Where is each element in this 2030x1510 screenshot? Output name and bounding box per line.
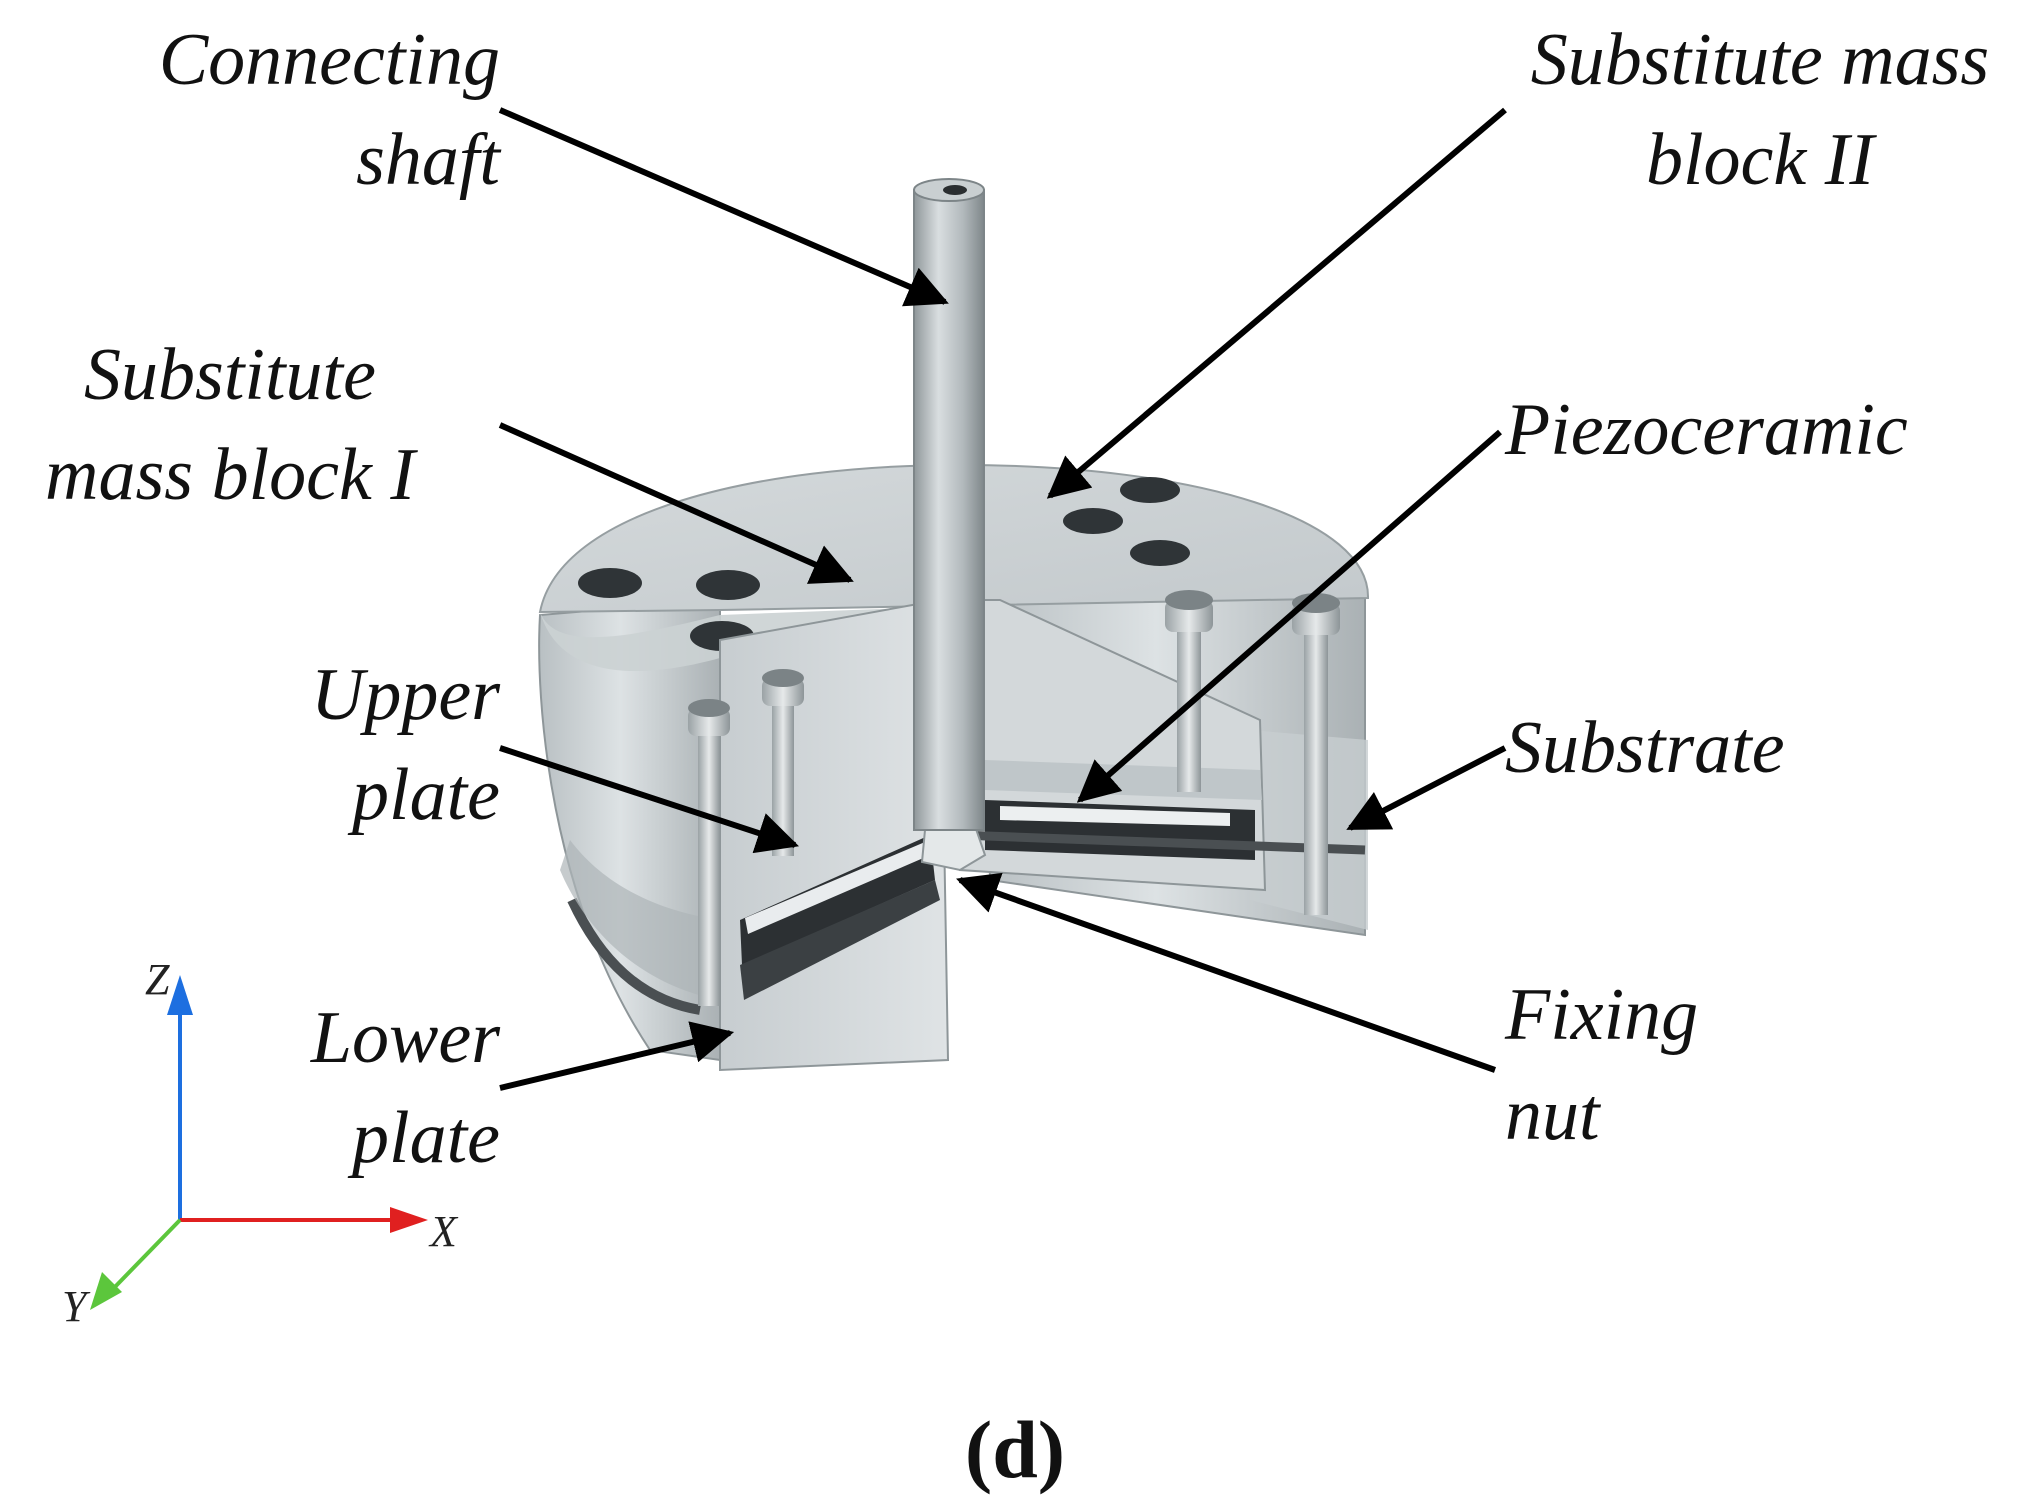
arrow-connecting-shaft: [498, 107, 949, 307]
y-axis-arrowhead: [90, 1272, 122, 1310]
label-upper-plate: Upper plate: [200, 645, 500, 845]
leader-arrows: [498, 107, 1507, 1091]
label-substrate: Substrate: [1505, 698, 1925, 798]
device-body: [538, 178, 1370, 1072]
label-fixing-nut-line2: nut: [1505, 1074, 1600, 1156]
axis-label-x: X: [430, 1207, 457, 1256]
label-upper-plate-line2: plate: [352, 754, 500, 836]
bolt: [1292, 593, 1340, 915]
label-connecting-shaft: Connecting shaft: [60, 10, 500, 210]
label-piezoceramic-line1: Piezoceramic: [1505, 389, 1908, 471]
label-substitute-mass-block-2: Substitute mass block II: [1500, 10, 2020, 210]
y-axis: [108, 1218, 182, 1294]
label-connecting-shaft-line1: Connecting: [158, 19, 500, 101]
arrow-upper-plate: [499, 745, 799, 854]
figure-caption: (d): [964, 1404, 1066, 1495]
label-lower-plate: Lower plate: [200, 988, 500, 1188]
label-fixing-nut-line1: Fixing: [1505, 974, 1699, 1056]
bolt: [688, 699, 730, 1006]
arrow-substitute-mass-block-2: [1046, 107, 1507, 499]
arrow-lower-plate: [499, 1021, 735, 1091]
label-substitute-mass-block-1: Substitute mass block I: [10, 325, 450, 525]
connecting-shaft: [913, 189, 985, 831]
axis-label-z: Z: [145, 955, 170, 1004]
arrow-piezoceramic: [1076, 429, 1502, 803]
arrow-substitute-mass-block-1: [498, 422, 854, 584]
label-substitute-mass-block-1-line1: Substitute: [84, 334, 376, 416]
label-connecting-shaft-line2: shaft: [356, 119, 500, 201]
arrow-fixing-nut: [956, 872, 1497, 1073]
z-axis-arrowhead: [167, 975, 193, 1015]
label-substrate-line1: Substrate: [1505, 707, 1785, 789]
label-substitute-mass-block-2-line1: Substitute mass: [1530, 19, 1990, 101]
label-fixing-nut: Fixing nut: [1505, 965, 1805, 1165]
coordinate-axes: [90, 975, 428, 1310]
label-piezoceramic: Piezoceramic: [1505, 380, 2005, 480]
axis-label-y: Y: [62, 1282, 87, 1331]
arrow-substrate: [1346, 745, 1507, 831]
label-substitute-mass-block-1-line2: mass block I: [45, 434, 415, 516]
label-lower-plate-line2: plate: [352, 1097, 500, 1179]
label-upper-plate-line1: Upper: [310, 654, 500, 736]
bolt: [1165, 590, 1213, 792]
label-lower-plate-line1: Lower: [310, 997, 500, 1079]
label-substitute-mass-block-2-line2: block II: [1645, 119, 1875, 201]
x-axis-arrowhead: [390, 1207, 428, 1233]
